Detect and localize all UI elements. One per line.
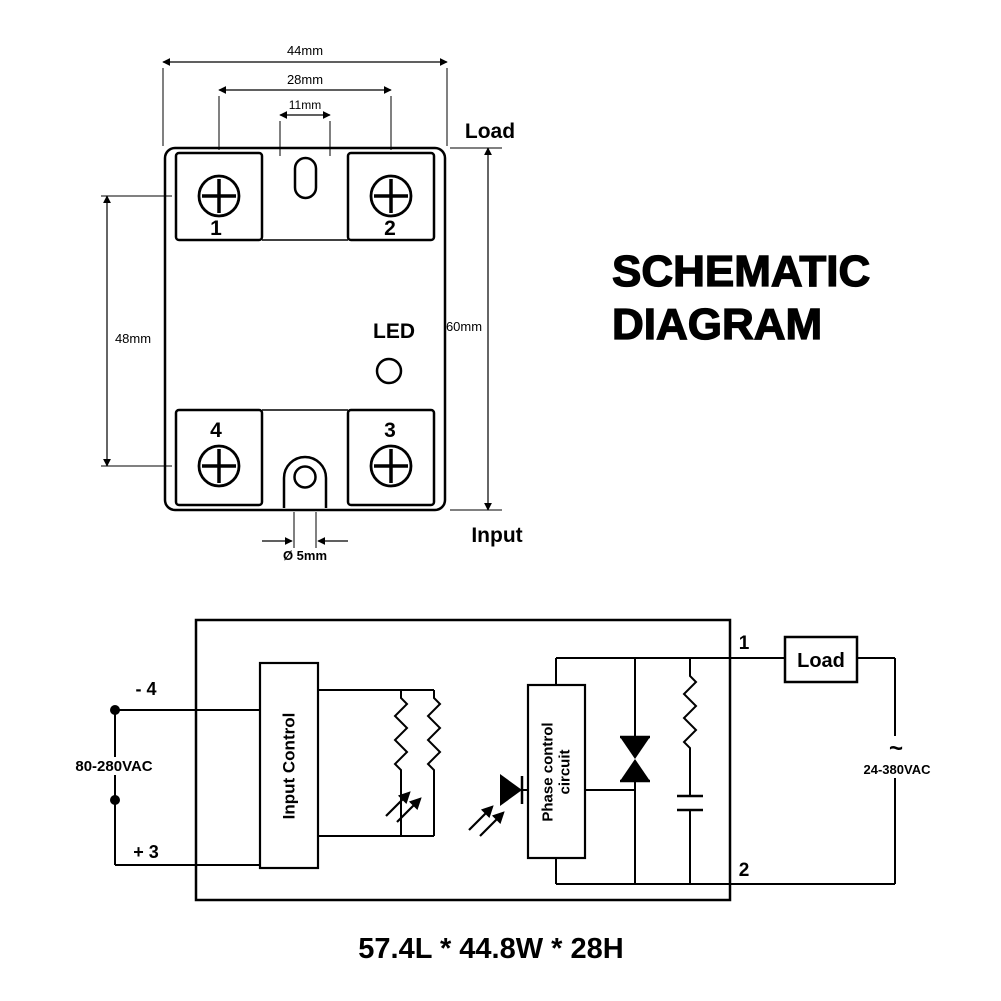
triac-symbol (585, 658, 650, 884)
dim-44mm-lines (162, 58, 448, 146)
terminal-box-4 (174, 408, 264, 507)
resistor (426, 690, 442, 836)
dim-28mm-lines (218, 86, 392, 150)
output-wires (555, 657, 896, 885)
output-voltage-label: 24-380VAC (864, 762, 932, 777)
circuit-terminal-3-label: + 3 (133, 842, 159, 862)
device-body (163, 146, 447, 512)
mounting-notch (282, 455, 328, 508)
phase-control-label-line2: circuit (557, 749, 574, 794)
screw-terminal-4 (197, 444, 241, 488)
ac-symbol: ~ (889, 735, 903, 762)
top-slot (293, 156, 318, 200)
dim-48mm-lines (101, 195, 172, 467)
input-wires (114, 709, 260, 866)
device-terminal-2-label: 2 (384, 217, 396, 240)
circuit-schematic (62, 618, 936, 902)
device-led-label: LED (373, 320, 415, 343)
terminal-box-1 (174, 151, 264, 242)
dim-28mm-label: 28mm (287, 72, 323, 87)
page-title-line1: SCHEMATIC (611, 246, 871, 296)
dimension-lines (101, 58, 502, 548)
snubber-resistor (682, 658, 698, 796)
input-control-label: Input Control (280, 713, 299, 820)
device-drawing (163, 146, 447, 512)
device-terminal-4-label: 4 (210, 419, 222, 442)
input-voltage-label: 80-280VAC (75, 758, 152, 775)
terminal-box-2 (346, 151, 436, 242)
photo-receiver-arrows (468, 805, 505, 837)
resistor (393, 690, 409, 836)
dim-60mm-lines (450, 147, 502, 511)
ssr-outline (194, 618, 732, 902)
circuit-terminal-2-label: 2 (739, 860, 750, 881)
screw-terminal-1 (197, 174, 241, 218)
ac-source-dot (110, 705, 120, 715)
device-terminal-3-label: 3 (384, 419, 396, 442)
dim-hole-label: Ø 5mm (283, 548, 327, 563)
input-control-box (258, 661, 320, 870)
circuit-terminal-1-label: 1 (739, 633, 750, 654)
opto-input-network (318, 689, 442, 837)
device-input-label: Input (471, 524, 522, 547)
dim-44mm-label: 44mm (287, 43, 323, 58)
screw-terminal-2 (369, 174, 413, 218)
led-indicator (375, 357, 403, 385)
dim-11mm-label: 11mm (289, 98, 321, 112)
circuit-labels: 1 2 - 4 + 3 80-280VAC ~ 24-380VAC Load I… (75, 633, 931, 881)
snubber-branch (677, 658, 703, 884)
load-box-label: Load (797, 650, 845, 672)
screw-terminal-3 (369, 444, 413, 488)
dim-60mm-label: 60mm (446, 319, 482, 334)
terminal-box-3 (346, 408, 436, 507)
phase-control-label-line1: Phase control (540, 722, 557, 821)
load-box (783, 635, 859, 684)
led-emitter-arrows (385, 791, 422, 823)
dim-48mm-label: 48mm (115, 331, 151, 346)
size-footer: 57.4L * 44.8W * 28H (358, 933, 624, 965)
dim-11mm-lines (279, 111, 331, 156)
device-load-label: Load (465, 120, 515, 143)
dim-hole-lines (262, 512, 348, 548)
page-title: SCHEMATIC DIAGRAM (611, 245, 871, 351)
circuit-terminal-4-label: - 4 (135, 679, 156, 699)
ac-source-dot (110, 795, 120, 805)
mounting-hole (293, 465, 317, 489)
device-terminal-1-label: 1 (210, 217, 222, 240)
phase-control-box (526, 683, 587, 860)
photo-diode (500, 774, 528, 806)
page-title-line2: DIAGRAM (611, 299, 823, 349)
